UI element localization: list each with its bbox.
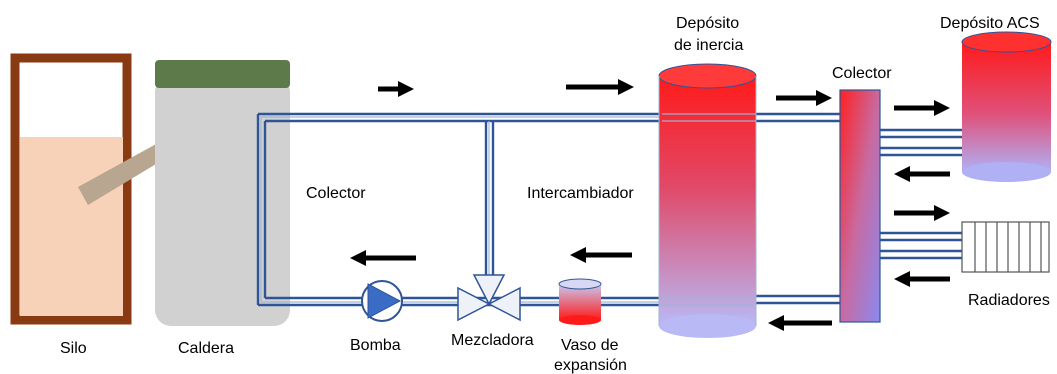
- deposito-acs-tank: [961, 31, 1052, 182]
- arrow-right-icon: [378, 81, 414, 97]
- label-radiadores: Radiadores: [968, 292, 1050, 309]
- arrow-right-icon: [566, 79, 634, 95]
- deposito-inercia-tank: [658, 63, 757, 338]
- label-intercambiador: Intercambiador: [527, 185, 634, 202]
- arrow-left-icon: [768, 315, 832, 331]
- arrow-right-icon: [894, 205, 950, 221]
- flow-arrows: [350, 79, 950, 331]
- label-colector-left: Colector: [306, 185, 366, 202]
- arrow-left-icon: [350, 250, 416, 266]
- mixing-valve-icon: [457, 274, 521, 322]
- label-caldera: Caldera: [178, 340, 234, 357]
- label-vaso-line1: Vaso de: [561, 337, 619, 354]
- caldera: [155, 60, 290, 326]
- arrow-left-icon: [894, 271, 950, 287]
- pump-icon: [361, 280, 403, 322]
- radiator: [961, 221, 1050, 273]
- colector-right: [839, 89, 881, 323]
- arrow-left-icon: [894, 166, 950, 182]
- label-deposito-inercia-line1: Depósito: [676, 15, 739, 32]
- pipe-network: [256, 112, 962, 307]
- label-bomba: Bomba: [350, 337, 401, 354]
- label-colector-right: Colector: [832, 65, 892, 82]
- feed-auger: [78, 143, 166, 205]
- arrow-left-icon: [570, 247, 632, 263]
- label-mezcladora: Mezcladora: [451, 332, 534, 349]
- arrow-right-icon: [776, 90, 832, 106]
- label-deposito-inercia-line2: de inercia: [674, 37, 743, 54]
- label-vaso-line2: expansión: [554, 357, 627, 374]
- label-deposito-acs: Depósito ACS: [940, 15, 1040, 32]
- arrow-right-icon: [894, 100, 950, 116]
- label-silo: Silo: [60, 340, 87, 357]
- vaso-expansion: [558, 278, 602, 325]
